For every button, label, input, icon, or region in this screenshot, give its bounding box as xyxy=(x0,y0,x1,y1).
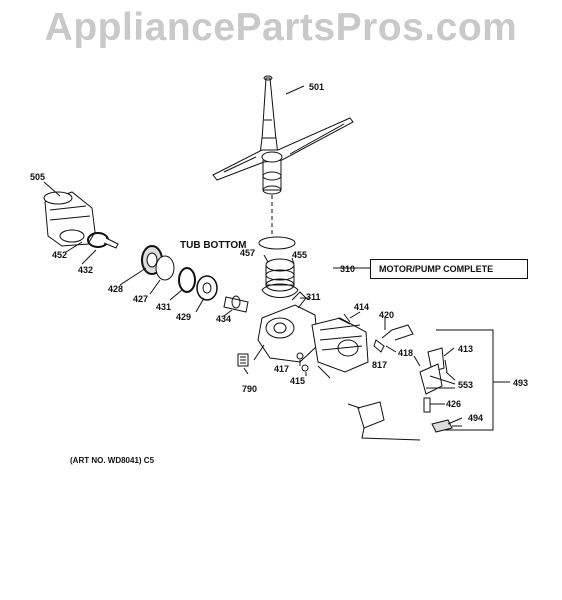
part-817-drawing xyxy=(373,339,385,353)
part-label-415: 415 xyxy=(290,376,306,386)
screw-414-drawing xyxy=(337,313,351,325)
part-label-455: 455 xyxy=(292,250,308,260)
part-label-553: 553 xyxy=(458,380,474,390)
part-494-drawing xyxy=(431,419,453,433)
watermark-text: AppliancePartsPros.com xyxy=(44,6,518,49)
part-420-drawing xyxy=(381,324,414,341)
part-790-drawing xyxy=(237,353,249,367)
part-label-417: 417 xyxy=(274,364,290,374)
part-label-428: 428 xyxy=(108,284,124,294)
motor-pump-drawing xyxy=(253,291,369,379)
part-label-452: 452 xyxy=(52,250,68,260)
fitting-455-drawing xyxy=(265,258,295,292)
solenoid-drawing xyxy=(357,401,385,429)
part-label-311: 311 xyxy=(306,292,321,302)
motor-pump-complete-box: MOTOR/PUMP COMPLETE xyxy=(370,259,528,279)
switch-413-drawing xyxy=(427,347,445,373)
part-label-413: 413 xyxy=(458,344,474,354)
ring-431-drawing xyxy=(178,267,196,293)
clamp-452-drawing xyxy=(87,232,109,248)
part-label-418: 418 xyxy=(398,348,414,358)
part-label-431: 431 xyxy=(156,302,172,312)
part-426-drawing xyxy=(423,397,431,413)
part-label-427: 427 xyxy=(133,294,149,304)
art-number: (ART NO. WD8041) C5 xyxy=(70,456,155,465)
part-label-494: 494 xyxy=(468,413,484,423)
part-label-432: 432 xyxy=(78,265,94,275)
part-label-493: 493 xyxy=(513,378,529,388)
part-label-505: 505 xyxy=(30,172,46,182)
part-417-drawing xyxy=(296,352,304,360)
seal-427-drawing xyxy=(155,255,175,281)
coupling-434-drawing xyxy=(223,295,249,313)
part-429-drawing xyxy=(196,275,218,301)
spray-arm-drawing xyxy=(212,75,354,240)
bracket-493-drawing xyxy=(436,329,494,431)
gasket-ring xyxy=(258,236,296,250)
housing-505-drawing xyxy=(43,191,96,247)
part-label-501: 501 xyxy=(309,82,325,92)
part-label-426: 426 xyxy=(446,399,462,409)
tub-bottom-label: TUB BOTTOM xyxy=(180,240,247,251)
part-label-817: 817 xyxy=(372,360,388,370)
part-415-drawing xyxy=(301,364,309,372)
part-label-790: 790 xyxy=(242,384,258,394)
part-label-414: 414 xyxy=(354,302,370,312)
part-label-310: 310 xyxy=(340,264,356,274)
part-label-420: 420 xyxy=(379,310,395,320)
part-label-429: 429 xyxy=(176,312,192,322)
part-label-457: 457 xyxy=(240,248,256,258)
part-label-434: 434 xyxy=(216,314,232,324)
clamp-457-drawing xyxy=(261,283,299,298)
